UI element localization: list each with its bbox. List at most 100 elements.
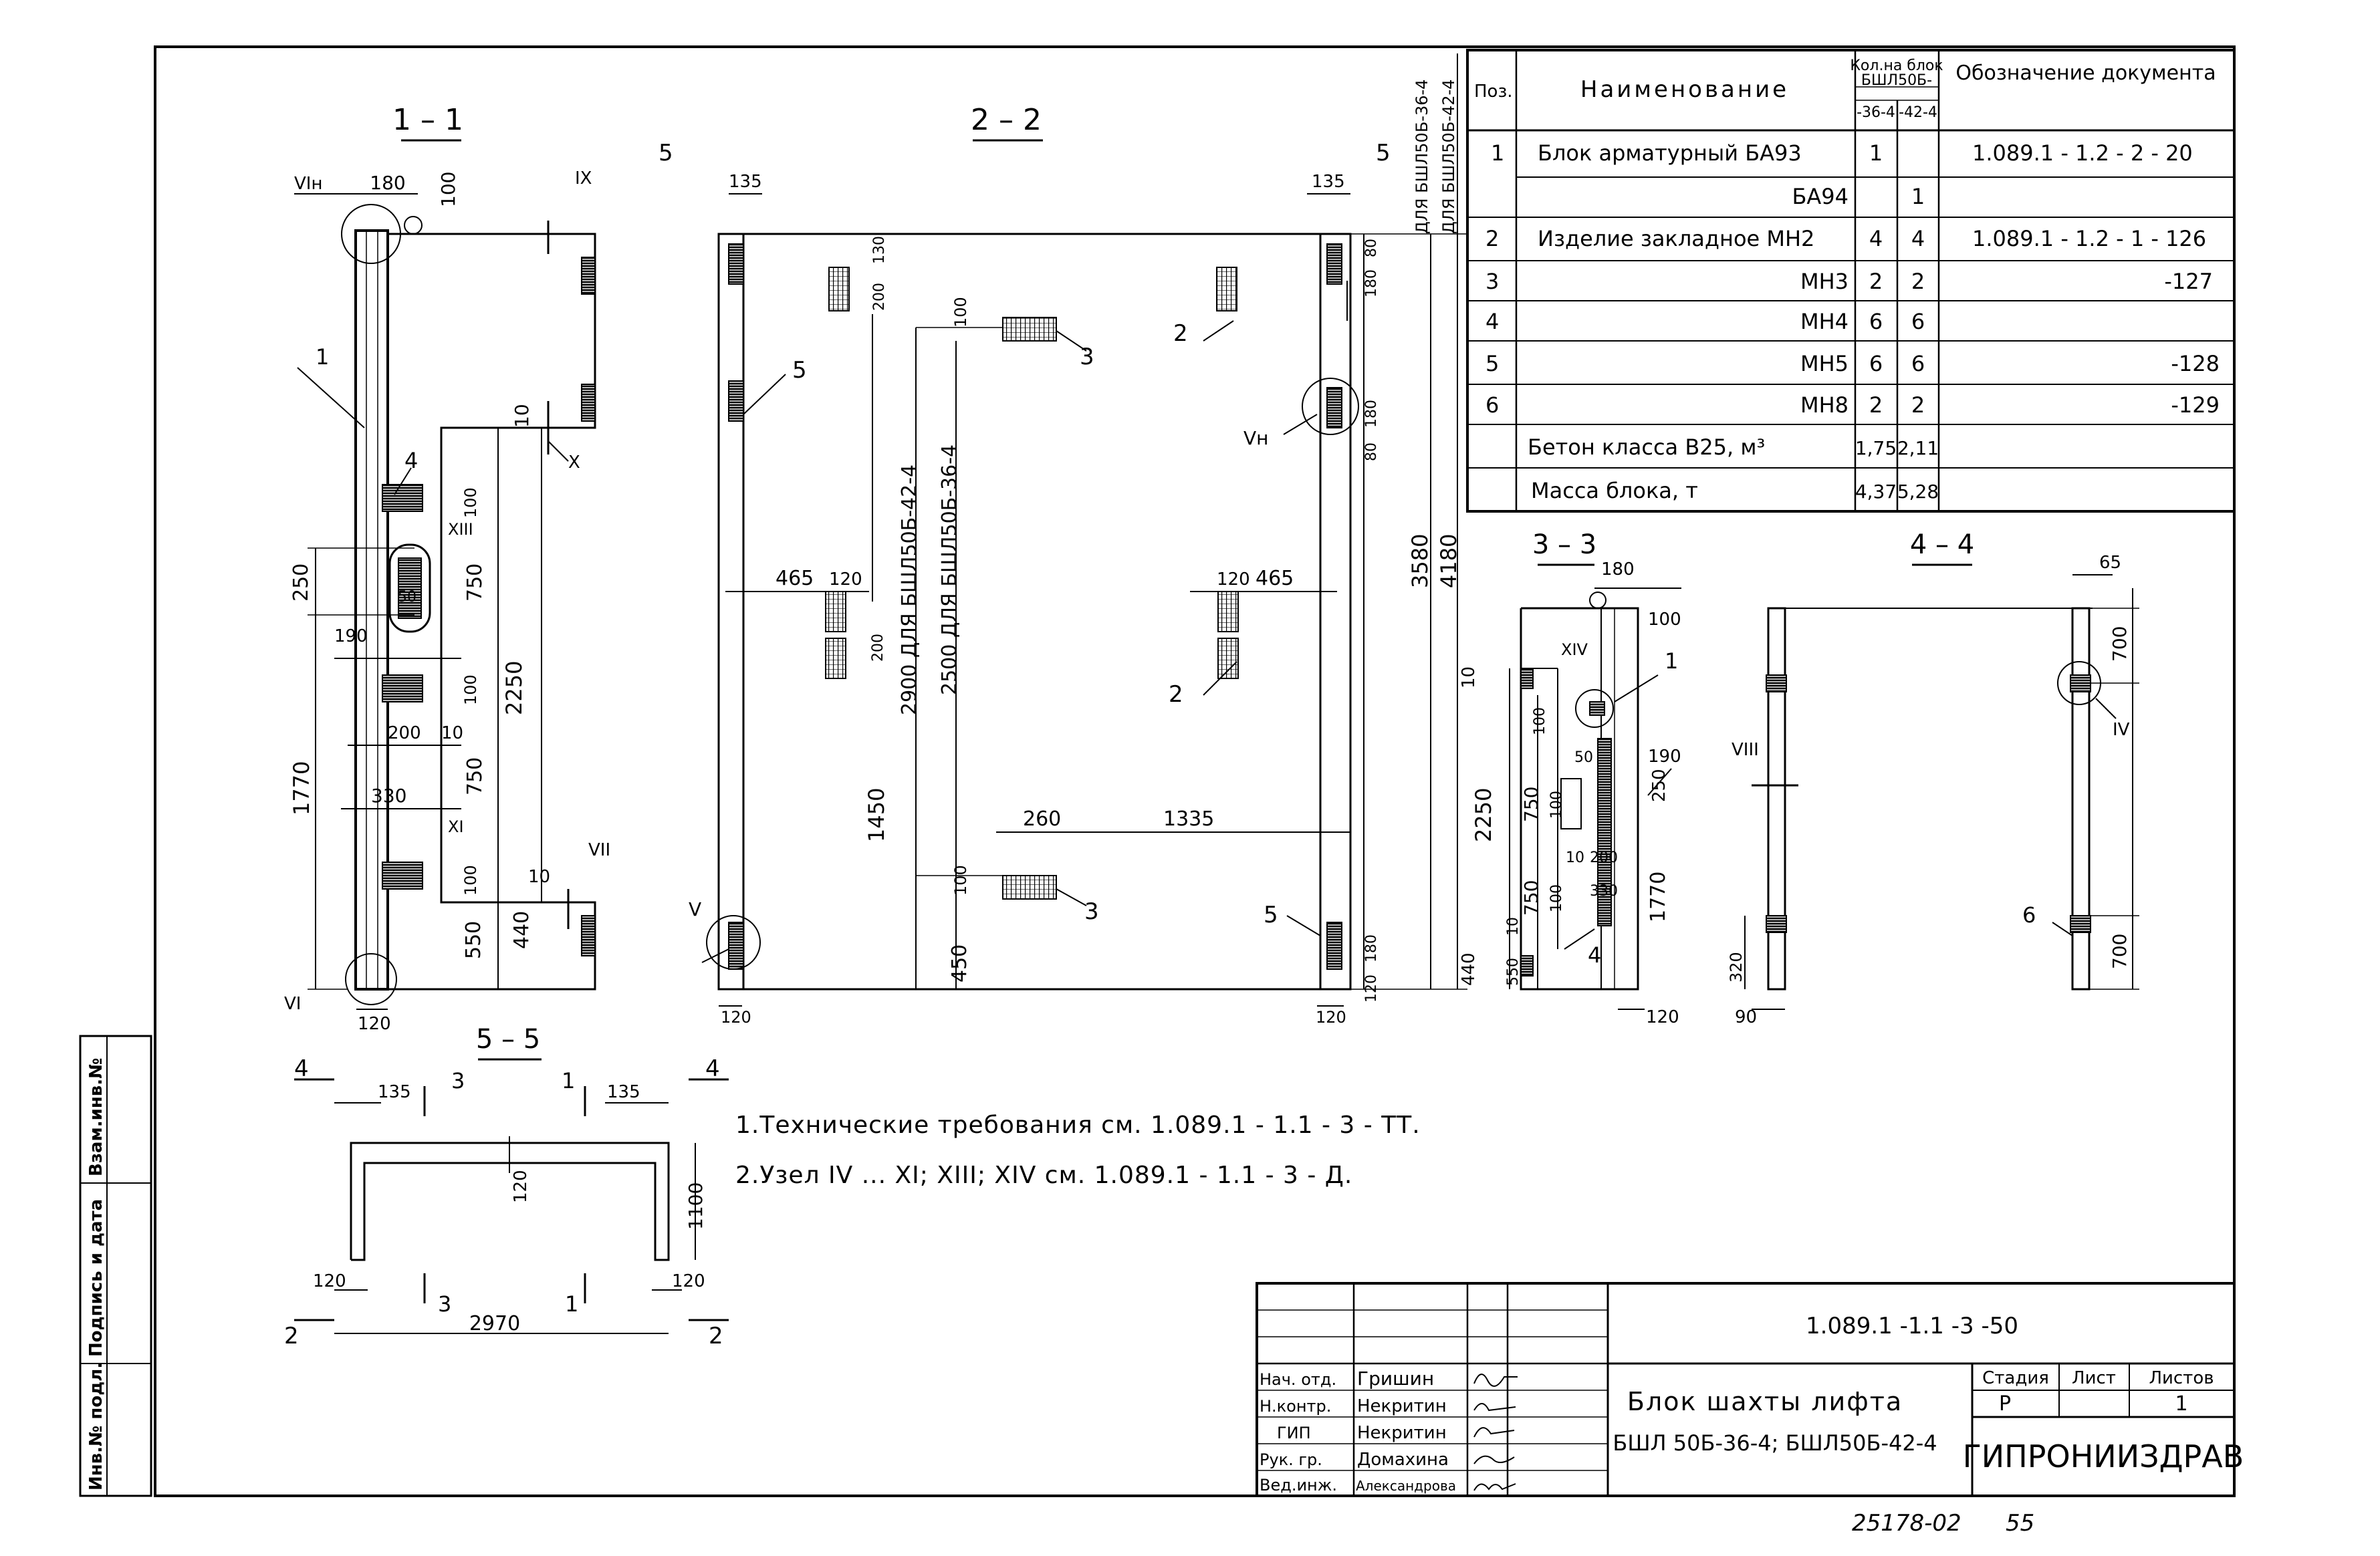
spec-concrete-42: 2,11 xyxy=(1897,437,1939,459)
footer: 25178-02 55 xyxy=(1852,1510,2034,1537)
dim-135-55r: 135 xyxy=(607,1082,640,1102)
pos-4-33: 4 xyxy=(1588,942,1601,968)
dim-750-33b: 750 xyxy=(1520,880,1542,916)
spec-row-6-pos: 5 xyxy=(1485,351,1499,376)
dim-440-33: 440 xyxy=(1459,952,1479,986)
spec-header-doc: Обозначение документа xyxy=(1955,61,2216,85)
cut-mark-3-top: 3 xyxy=(451,1068,465,1093)
spec-row-7-q42: 2 xyxy=(1911,392,1925,418)
signature-1 xyxy=(1473,1374,1518,1387)
spec-row-4-name: МН3 xyxy=(1800,269,1849,294)
spec-row-5-q42: 6 xyxy=(1911,309,1925,334)
dim-135-right: 135 xyxy=(1312,172,1345,192)
dim-100-2: 100 xyxy=(951,297,970,328)
spec-row-6-doc: -128 xyxy=(2171,351,2220,376)
pos-3-label-1: 3 xyxy=(1080,344,1094,370)
dim-250-33: 250 xyxy=(1649,769,1669,802)
node-VIn: VIн xyxy=(294,174,322,194)
dim-440: 440 xyxy=(510,911,533,949)
node-XI: XI xyxy=(448,817,464,836)
dim-10-33b: 10 xyxy=(1566,850,1584,866)
dim-750-33: 750 xyxy=(1520,787,1542,822)
organization: ГИПРОНИИЗДРАВ xyxy=(1963,1438,2244,1474)
dim-1770: 1770 xyxy=(289,761,314,815)
dim-135-55l: 135 xyxy=(378,1082,411,1102)
dim-550-33: 550 xyxy=(1505,958,1522,986)
dim-200-2: 200 xyxy=(871,283,888,311)
spec-row-7-name: МН8 xyxy=(1800,392,1849,418)
dim-200-33: 200 xyxy=(1590,850,1618,866)
dim-100b: 100 xyxy=(461,487,480,518)
dim-190: 190 xyxy=(334,626,368,646)
dim-700-44b: 700 xyxy=(2109,934,2131,969)
sheet-header: Лист xyxy=(2072,1368,2116,1388)
pos-1-label: 1 xyxy=(316,344,329,370)
dim-120-r3: 120 xyxy=(1363,975,1380,1003)
sheet-frame xyxy=(79,45,2236,1497)
drawing-title: Блок шахты лифта xyxy=(1627,1387,1903,1416)
dim-10c: 10 xyxy=(528,867,550,887)
view-section-4-4: 4 – 4 65 700 IV VIII 6 700 320 90 xyxy=(1727,529,2139,1027)
dim-for42: ДЛЯ БШЛ50Б-42-4 xyxy=(1439,80,1458,234)
spec-row-4-pos: 3 xyxy=(1485,269,1499,294)
dim-65-44: 65 xyxy=(2099,553,2121,573)
spec-row-6-q42: 6 xyxy=(1911,351,1925,376)
node-V: V xyxy=(689,898,701,920)
staff-name-4: Домахина xyxy=(1357,1450,1449,1470)
signature-5 xyxy=(1473,1483,1516,1491)
staff-name-5: Александрова xyxy=(1356,1478,1456,1494)
node-IX: IX xyxy=(575,168,592,188)
spec-row-3-name: Изделие закладное МН2 xyxy=(1538,226,1814,251)
dim-330: 330 xyxy=(371,785,406,807)
dim-2900: 2900 ДЛЯ БШЛ50Б-42-4 xyxy=(898,465,921,715)
spec-row-5-pos: 4 xyxy=(1485,309,1499,334)
pos-4-label: 4 xyxy=(404,448,418,473)
spec-concrete-36: 1,75 xyxy=(1855,437,1897,459)
cut-mark-5-right: 5 xyxy=(1376,140,1391,166)
spec-row-2-q42: 1 xyxy=(1911,184,1925,209)
dim-50: 50 xyxy=(398,589,416,606)
stage-header: Стадия xyxy=(1982,1368,2049,1388)
spec-row-7-doc: -129 xyxy=(2171,392,2220,418)
staff-role-1: Нач. отд. xyxy=(1260,1370,1336,1389)
dim-10-33c: 10 xyxy=(1505,917,1522,936)
spec-row-7-q36: 2 xyxy=(1869,392,1883,418)
spec-row-3-doc: 1.089.1 - 1.2 - 1 - 126 xyxy=(1972,226,2206,251)
dim-120-55: 120 xyxy=(511,1170,531,1203)
spec-mass-label: Масса блока, т xyxy=(1531,478,1698,503)
dim-250: 250 xyxy=(289,563,313,602)
staff-name-2: Некритин xyxy=(1357,1396,1447,1416)
dim-465-right: 465 xyxy=(1256,567,1294,590)
note-1: 1.Технические требования см. 1.089.1 - 1… xyxy=(735,1112,1421,1139)
staff-role-4: Рук. гр. xyxy=(1260,1450,1322,1469)
dim-10b: 10 xyxy=(441,723,463,743)
dim-50-33: 50 xyxy=(1574,749,1593,766)
dim-80-r1: 80 xyxy=(1363,239,1380,257)
dim-100-33c: 100 xyxy=(1548,791,1565,819)
spec-row-6-q36: 6 xyxy=(1869,351,1883,376)
dim-2970: 2970 xyxy=(469,1312,520,1335)
side-stamp-inv-podl: Инв.№ подл. xyxy=(86,1362,106,1490)
spec-row-1-q36: 1 xyxy=(1869,140,1883,166)
signature-3 xyxy=(1473,1427,1515,1438)
section-title-4-4: 4 – 4 xyxy=(1910,529,1974,560)
staff-name-3: Некритин xyxy=(1357,1423,1447,1443)
spec-row-5-name: МН4 xyxy=(1800,309,1849,334)
side-stamp-vzam: Взам.инв.№ xyxy=(86,1058,106,1176)
dim-1335: 1335 xyxy=(1163,807,1214,831)
dim-3580: 3580 xyxy=(1407,534,1433,588)
dim-180-r1: 180 xyxy=(1363,269,1380,297)
notes: 1.Технические требования см. 1.089.1 - 1… xyxy=(735,1112,1421,1189)
cut-mark-4-right: 4 xyxy=(705,1055,720,1082)
dim-100d: 100 xyxy=(461,865,480,896)
stage-value: Р xyxy=(1999,1392,2011,1416)
staff-role-5: Вед.инж. xyxy=(1260,1476,1337,1495)
dim-100-33: 100 xyxy=(1648,610,1681,630)
pos-1-33: 1 xyxy=(1665,648,1678,674)
section-title-3-3: 3 – 3 xyxy=(1532,529,1596,560)
cut-mark-1-bot: 1 xyxy=(565,1291,578,1317)
spec-mass-36: 4,37 xyxy=(1855,481,1897,503)
dim-100c: 100 xyxy=(461,674,480,705)
spec-row-1-doc: 1.089.1 - 1.2 - 2 - 20 xyxy=(1972,140,2193,166)
dim-200: 200 xyxy=(388,723,421,743)
